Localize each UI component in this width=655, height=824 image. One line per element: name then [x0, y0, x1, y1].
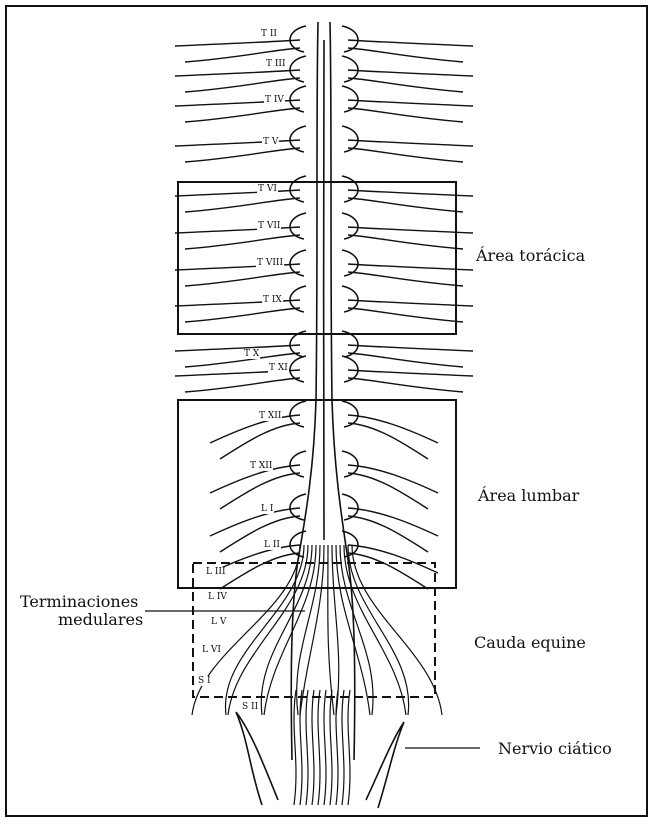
- cauda-terminal-fiber: [324, 690, 326, 805]
- cauda-fiber: [300, 545, 324, 715]
- vertebra-label-t2: T II: [260, 29, 278, 39]
- cauda-terminal-fiber: [306, 690, 308, 805]
- vertebra-label-t12-lower: T XII: [249, 461, 273, 471]
- spinal-nerve-right: [348, 78, 463, 92]
- spinal-nerve-left: [185, 108, 300, 122]
- vertebra-label-t10: T X: [243, 349, 260, 359]
- spinal-nerve-right: [348, 227, 473, 233]
- cord-left-outline: [291, 22, 318, 760]
- cauda-equina-label: Cauda equine: [474, 634, 586, 652]
- cauda-terminal-fiber: [300, 690, 302, 805]
- spinal-nerve-right: [348, 353, 463, 367]
- spinal-nerve-right: [348, 553, 428, 589]
- cauda-fiber: [348, 545, 409, 715]
- spinal-nerve-left: [185, 272, 300, 286]
- vertebra-label-t7: T VII: [257, 221, 281, 231]
- cauda-terminal-fiber: [294, 690, 296, 805]
- spinal-nerve-left: [185, 378, 300, 392]
- sciatic-right-fan: [366, 722, 404, 808]
- spinal-nerve-right: [348, 308, 463, 322]
- cauda-terminal-fiber: [336, 690, 338, 805]
- vertebra-label-t6: T VI: [257, 184, 278, 194]
- spinal-nerve-right: [348, 370, 473, 376]
- spinal-nerve-right: [348, 70, 473, 76]
- spinal-nerve-right: [348, 48, 463, 62]
- vertebra-label-l2: L II: [263, 540, 281, 550]
- vertebra-label-t8: T VIII: [256, 258, 284, 268]
- spinal-nerve-right: [348, 100, 473, 106]
- cauda-fiber: [264, 545, 316, 715]
- spinal-nerve-left: [210, 508, 300, 536]
- vertebra-label-t12-upper: T XII: [258, 411, 282, 421]
- spinal-nerve-left: [175, 190, 300, 196]
- vertebra-label-s2: S II: [241, 702, 259, 712]
- vertebra-label-t4: T IV: [264, 95, 285, 105]
- spinal-nerve-right: [348, 190, 473, 196]
- cauda-equina-fibers: [192, 545, 442, 808]
- spinal-nerve-right: [348, 378, 463, 392]
- vertebra-label-l6: L VI: [201, 645, 222, 655]
- spinal-nerve-right: [348, 272, 463, 286]
- lumbar-area-label: Área lumbar: [478, 487, 579, 505]
- spinal-nerve-right: [348, 415, 438, 443]
- cauda-terminal-fiber: [342, 690, 344, 805]
- spinal-nerve-right: [348, 465, 438, 493]
- spinal-nerve-left: [175, 40, 300, 46]
- spinal-nerve-right: [348, 345, 473, 351]
- cauda-terminal-fiber: [318, 690, 320, 805]
- spinal-nerve-left: [185, 308, 300, 322]
- spinal-nerve-right: [348, 235, 463, 249]
- spinal-nerve-left: [185, 198, 300, 212]
- spinal-nerve-right: [348, 300, 473, 306]
- cauda-terminal-fiber: [348, 690, 350, 805]
- spinal-nerve-right: [348, 148, 463, 162]
- lumbar-area-box: [178, 400, 456, 588]
- spinal-nerve-right: [348, 198, 463, 212]
- thoracic-area-label: Área torácica: [476, 247, 585, 265]
- spinal-nerve-left: [175, 70, 300, 76]
- spinal-nerve-left: [175, 345, 300, 351]
- spinal-nerve-right: [348, 423, 428, 459]
- spinal-nerve-left: [220, 423, 300, 459]
- vertebra-label-l4: L IV: [207, 592, 228, 602]
- spinal-cord: [290, 22, 358, 760]
- vertebra-label-t5: T V: [262, 137, 279, 147]
- spinal-nerve-left: [210, 415, 300, 443]
- spinal-nerve-right: [348, 508, 438, 536]
- sciatic-left-fan: [236, 712, 278, 805]
- cauda-terminal-fiber: [312, 690, 314, 805]
- spinal-nerve-left: [185, 148, 300, 162]
- vertebra-label-t11: T XI: [268, 363, 289, 373]
- vertebra-label-t3: T III: [265, 59, 287, 69]
- spinal-nerve-right: [348, 264, 473, 270]
- cord-right-outline: [330, 22, 355, 760]
- spinal-nerve-right: [348, 40, 473, 46]
- spinal-nerve-right: [348, 473, 428, 509]
- sciatic-nerve-label: Nervio ciático: [498, 740, 612, 758]
- spinal-terminations-label-line2: medulares: [58, 611, 143, 629]
- spinal-nerve-right: [348, 140, 473, 146]
- spinal-nerve-right: [348, 108, 463, 122]
- spinal-nerve-left: [185, 78, 300, 92]
- vertebra-label-l3: L III: [205, 567, 227, 577]
- vertebra-label-t9: T IX: [262, 295, 283, 305]
- vertebra-label-l1: L I: [260, 504, 274, 514]
- spinal-nerve-left: [185, 235, 300, 249]
- vertebra-label-s1: S I: [197, 676, 212, 686]
- vertebra-label-l5: L V: [210, 617, 227, 627]
- spinal-terminations-label-line1: Terminaciones: [20, 593, 138, 611]
- spinal-nerve-left: [175, 140, 300, 146]
- cauda-terminal-fiber: [330, 690, 332, 805]
